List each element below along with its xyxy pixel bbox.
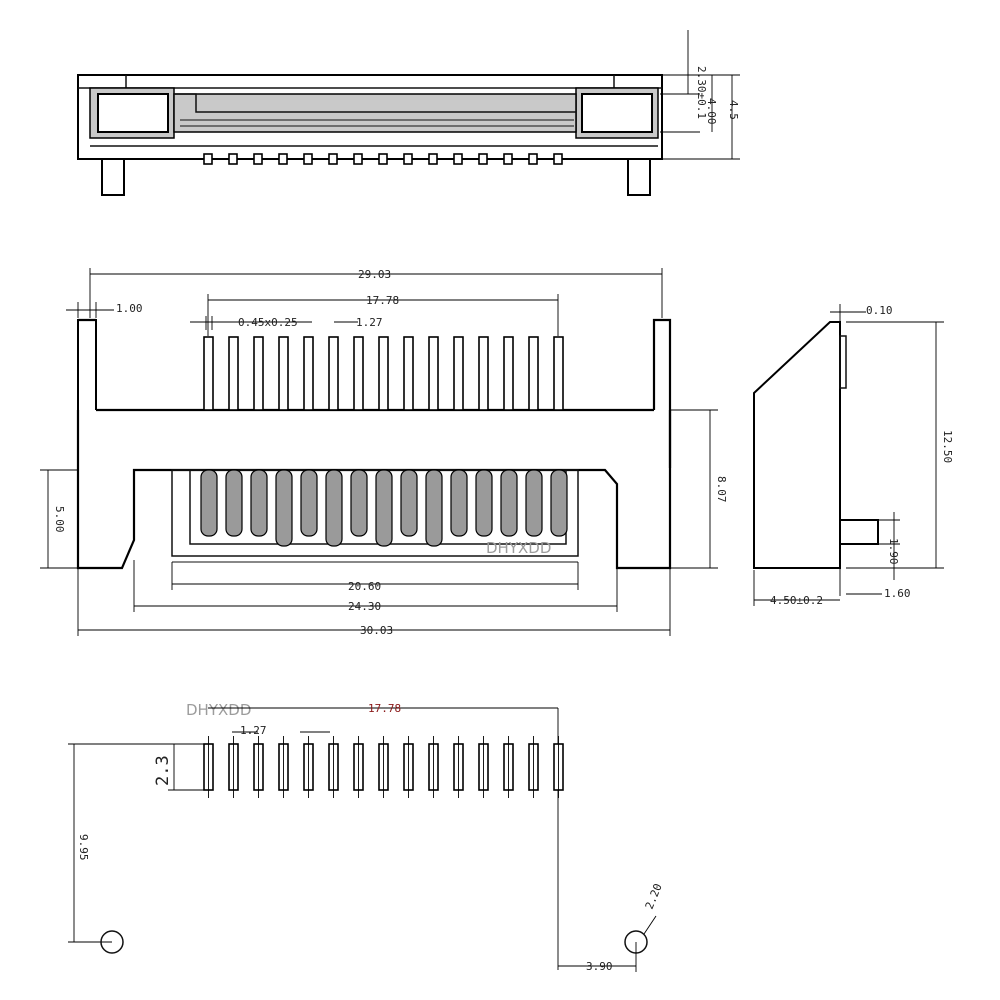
dim-hole: 2.20 xyxy=(643,882,665,911)
front-pin xyxy=(428,336,439,411)
front-pin xyxy=(253,336,264,411)
top-pin xyxy=(503,153,513,165)
dim-side-height: 12.50 xyxy=(941,430,954,463)
side-peg xyxy=(839,519,879,545)
top-pin xyxy=(403,153,413,165)
top-view: 2.30±0.1 4.00 4.5 xyxy=(77,30,740,196)
footprint-pads xyxy=(203,736,564,798)
top-pin xyxy=(228,153,238,165)
top-view-pins xyxy=(203,153,563,165)
front-contact xyxy=(225,469,243,537)
dim-inner-1: 20.60 xyxy=(348,580,381,593)
top-pin xyxy=(253,153,263,165)
dim-top-a: 4.00 xyxy=(705,98,718,125)
top-pin xyxy=(278,153,288,165)
front-contact xyxy=(400,469,418,537)
dim-pin-size: 0.45x0.25 xyxy=(238,316,298,329)
dim-top-b: 4.5 xyxy=(727,100,740,120)
dim-side-peg: 1.90 xyxy=(887,538,900,565)
dim-side-peg-width: 1.60 xyxy=(884,587,911,600)
front-contact xyxy=(550,469,568,537)
front-contact xyxy=(250,469,268,537)
front-contact xyxy=(200,469,218,537)
side-view: 0.10 12.50 1.90 1.60 4.50±0.2 xyxy=(753,304,954,607)
front-contact xyxy=(525,469,543,537)
front-contact xyxy=(300,469,318,537)
top-pin xyxy=(428,153,438,165)
dim-pad-length: 2.3 xyxy=(153,755,173,786)
front-pin xyxy=(453,336,464,411)
right-peg xyxy=(627,158,651,196)
front-contact xyxy=(425,469,443,547)
pcb-footprint: DHYXDD 17.78 1.27 2.3 9.95 2.20 3.90 xyxy=(68,701,665,973)
dim-overall-bottom: 30.03 xyxy=(360,624,393,637)
dim-pin-span: 17.78 xyxy=(366,294,399,307)
front-contact xyxy=(350,469,368,537)
front-pin xyxy=(403,336,414,411)
dim-footprint-vertical: 9.95 xyxy=(77,834,90,861)
front-contact xyxy=(475,469,493,537)
left-peg xyxy=(101,158,125,196)
front-pin xyxy=(303,336,314,411)
front-contact xyxy=(325,469,343,547)
top-pin xyxy=(453,153,463,165)
top-pin xyxy=(203,153,213,165)
front-pin xyxy=(503,336,514,411)
dim-footprint-span: 17.78 xyxy=(368,702,401,715)
front-pin xyxy=(328,336,339,411)
top-pin xyxy=(303,153,313,165)
dim-height-left: 5.00 xyxy=(53,506,66,533)
front-contact xyxy=(500,469,518,537)
top-pin xyxy=(528,153,538,165)
dim-inner-2: 24.30 xyxy=(348,600,381,613)
top-pin xyxy=(328,153,338,165)
dim-footprint-pitch: 1.27 xyxy=(240,724,267,737)
dim-overall-top: 29.03 xyxy=(358,268,391,281)
front-view: DHYXDD 29.03 17.78 1.00 0.45x0.25 1.27 5… xyxy=(40,268,728,637)
front-pin xyxy=(378,336,389,411)
top-pin xyxy=(353,153,363,165)
front-pin xyxy=(228,336,239,411)
dim-side-depth: 4.50±0.2 xyxy=(770,594,823,607)
top-pin xyxy=(553,153,563,165)
front-pin xyxy=(278,336,289,411)
dim-side-top: 0.10 xyxy=(866,304,893,317)
front-pin xyxy=(203,336,214,411)
dim-edge: 1.00 xyxy=(116,302,143,315)
front-view-pins xyxy=(203,336,564,411)
front-pin xyxy=(478,336,489,411)
side-view-body xyxy=(753,321,841,569)
front-contact xyxy=(275,469,293,547)
dim-footprint-offset: 3.90 xyxy=(586,960,613,973)
front-view-contacts xyxy=(200,469,568,547)
top-pin xyxy=(478,153,488,165)
front-contact xyxy=(375,469,393,547)
top-pin xyxy=(378,153,388,165)
dim-pitch: 1.27 xyxy=(356,316,383,329)
front-pin xyxy=(353,336,364,411)
front-pin xyxy=(553,336,564,411)
front-pin xyxy=(528,336,539,411)
front-watermark: DHYXDD xyxy=(486,539,551,557)
footprint-watermark: DHYXDD xyxy=(186,701,251,719)
dim-top-small: 2.30±0.1 xyxy=(695,66,708,119)
dim-height-right: 8.07 xyxy=(715,476,728,503)
left-mount-hole xyxy=(100,930,124,954)
front-contact xyxy=(450,469,468,537)
